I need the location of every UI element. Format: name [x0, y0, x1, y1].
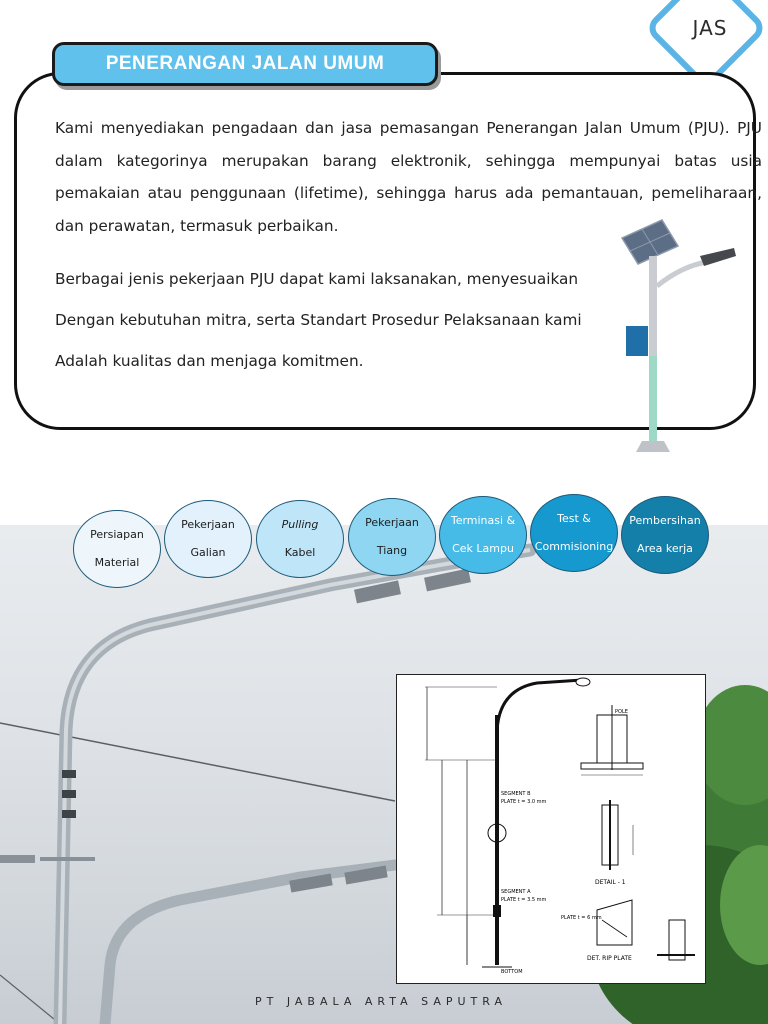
step-6-line-2: Commisioning: [534, 540, 614, 553]
intro-paragraph-2: Berbagai jenis pekerjaan PJU dapat kami …: [55, 259, 615, 382]
drawing-label-detail-1: DETAIL - 1: [595, 879, 626, 886]
drawing-label-segment-b: SEGMENT B: [501, 791, 531, 797]
step-1-line-2: Material: [94, 556, 140, 569]
step-4-line-2: Tiang: [376, 544, 408, 557]
drawing-label-plate-b: PLATE t = 3.0 mm: [501, 799, 547, 805]
step-7-line-2: Area kerja: [637, 542, 693, 555]
step-4-line-1: Pekerjaan: [365, 516, 419, 529]
company-name-footer: PT JABALA ARTA SAPUTRA: [255, 995, 507, 1008]
drawing-label-rib-plate: DET. RIP PLATE: [587, 955, 632, 962]
step-2-line-1: Pekerjaan: [181, 518, 235, 531]
step-3-line-2: Kabel: [284, 546, 316, 559]
paragraph-2-line-3: Adalah kualitas dan menjaga komitmen.: [55, 352, 364, 370]
step-5-line-1: Terminasi &: [450, 514, 516, 527]
drawing-label-segment-a: SEGMENT A: [501, 889, 531, 895]
intro-paragraph-1: Kami menyediakan pengadaan dan jasa pema…: [55, 119, 762, 235]
solar-street-light-icon: [612, 216, 742, 461]
company-logo: JAS: [643, 0, 768, 91]
step-5-line-2: Cek Lampu: [452, 542, 514, 555]
drawing-label-bottom: BOTTOM: [501, 969, 523, 975]
step-terminasi-cek-lampu: Terminasi & Cek Lampu: [439, 496, 527, 574]
pole-technical-drawing: POLE SEGMENT B PLATE t = 3.0 mm SEGMENT …: [396, 674, 706, 984]
step-6-line-1: Test &: [557, 512, 591, 525]
section-title: PENERANGAN JALAN UMUM: [105, 53, 385, 74]
step-3-line-1: Pulling: [281, 518, 319, 531]
step-1-line-1: Persiapan: [90, 528, 144, 541]
logo-text: JAS: [692, 16, 728, 40]
drawing-label-plate-6: PLATE t = 6 mm: [561, 915, 602, 921]
section-title-banner: PENERANGAN JALAN UMUM: [52, 42, 438, 86]
paragraph-2-line-2: Dengan kebutuhan mitra, serta Standart P…: [55, 311, 582, 329]
step-2-line-2: Galian: [190, 546, 226, 559]
paragraph-2-line-1: Berbagai jenis pekerjaan PJU dapat kami …: [55, 270, 579, 288]
drawing-label-plate-a: PLATE t = 3.5 mm: [501, 897, 547, 903]
drawing-label-pole: POLE: [615, 709, 628, 715]
step-test-commisioning: Test & Commisioning: [530, 494, 618, 572]
step-7-line-1: Pembersihan: [629, 514, 701, 527]
